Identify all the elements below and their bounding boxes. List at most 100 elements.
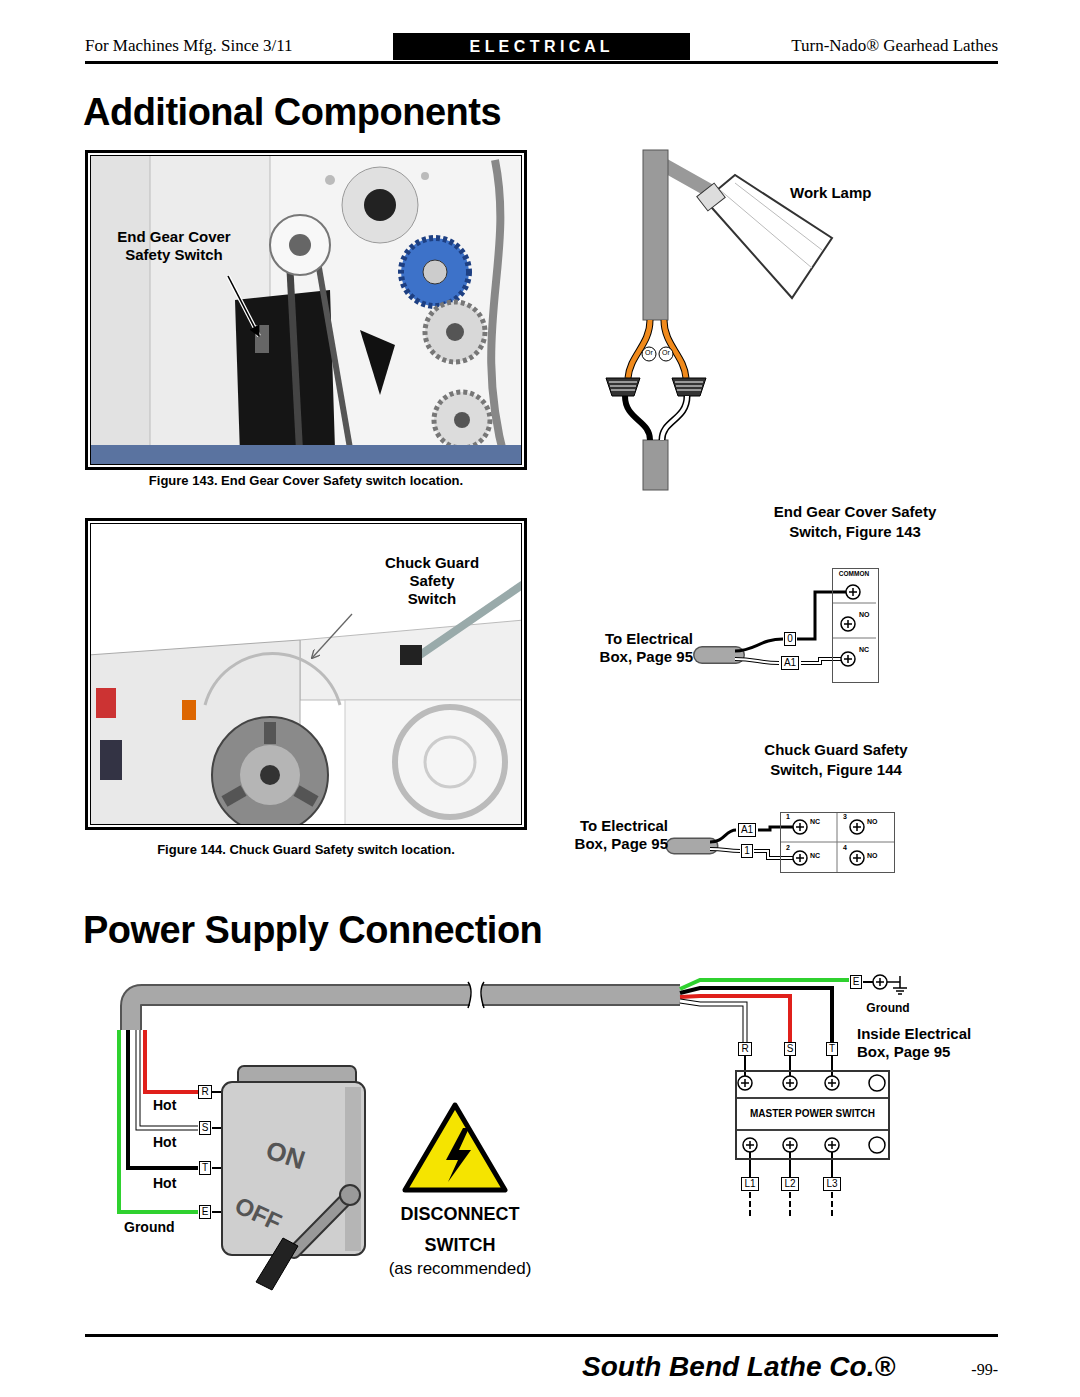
- end-gear-wiring: [832, 603, 876, 638]
- disconnect-switch: [256, 1238, 298, 1290]
- chuck-guard-wiring: [793, 851, 807, 865]
- note-text: To Electrical Box, Page 95: [556, 817, 668, 853]
- chuck-guard-wiring: [754, 851, 793, 858]
- wire-color: Or: [662, 349, 670, 357]
- gear-cover-photo: [270, 215, 330, 275]
- chuck-guard-photo: [264, 722, 276, 744]
- gear-cover-photo: [423, 260, 447, 284]
- box-text: NC: [810, 818, 820, 826]
- header-text: Turn-Nado® Gearhead Lathes: [791, 36, 998, 56]
- master-switch: MASTER POWER SWITCH: [735, 1070, 890, 1160]
- master-switch-parts: [745, 1056, 832, 1076]
- disconnect-wires: [138, 1030, 198, 1128]
- power-cable: [131, 995, 470, 1030]
- footer-rule: [85, 1334, 998, 1337]
- box-text: 2: [786, 844, 790, 852]
- box-text: NO: [859, 611, 870, 619]
- switch-marking: ON: [262, 1135, 309, 1177]
- gear-cover-photo: [454, 412, 470, 428]
- chuck-guard-photo: [88, 521, 524, 827]
- figure-caption: Figure 144. Chuck Guard Safety switch lo…: [85, 842, 527, 858]
- wire-number: 1: [741, 844, 753, 858]
- end-gear-wiring: [735, 639, 783, 651]
- master-switch-parts: [825, 1076, 839, 1090]
- box-text: COMMON: [833, 570, 875, 578]
- disconnect-switch: [345, 1087, 361, 1251]
- gear-cover-photo: [446, 323, 464, 341]
- work-lamp: [643, 440, 668, 490]
- chuck-guard-photo: [400, 645, 422, 665]
- chuck-guard-wiring: [754, 851, 793, 858]
- gear-cover-photo: [342, 167, 418, 243]
- end-gear-wiring: [801, 659, 841, 663]
- master-wires: [863, 981, 873, 983]
- wire-name: Ground: [124, 1219, 175, 1236]
- terminal-name: R: [738, 1042, 751, 1056]
- power-cable: [482, 984, 680, 1006]
- box-text: Chuck Guard Safety Switch: [384, 554, 480, 608]
- brand-name: South Bend Lathe Co.®: [582, 1350, 895, 1384]
- work-lamp: [662, 396, 687, 440]
- gear-cover-photo: [401, 238, 469, 306]
- master-switch-parts: [869, 1137, 885, 1153]
- box-text: 3: [843, 813, 847, 821]
- chuck-guard-photo: [212, 717, 328, 827]
- part-name: Chuck Guard Safety Switch, Figure 144: [754, 740, 919, 781]
- part-name: End Gear Cover Safety Switch, Figure 143: [773, 502, 938, 543]
- chuck-guard-wiring: [710, 830, 736, 842]
- ground-screw: [873, 975, 887, 989]
- end-gear-wiring: [702, 585, 876, 666]
- chuck-guard-photo: [345, 700, 524, 827]
- work-lamp: [675, 382, 703, 390]
- master-switch-parts: [750, 1152, 832, 1177]
- work-lamp: [662, 396, 687, 440]
- master-wires: [680, 996, 790, 1042]
- box-text: NC: [859, 646, 869, 654]
- work-lamp: [643, 150, 668, 320]
- leader-line: [312, 614, 352, 658]
- page-title: Additional Components: [83, 90, 501, 136]
- page-number: -99-: [971, 1360, 998, 1379]
- switch-marking: OFF: [230, 1191, 286, 1237]
- leader-arrow: [228, 276, 259, 336]
- footer-rule: [85, 1334, 998, 1337]
- gear-cover-photo: [421, 172, 429, 180]
- box-text: E L E C T R I C A L: [393, 37, 686, 56]
- wire-name: Hot: [153, 1175, 176, 1192]
- gear-cover-photo: [88, 445, 524, 467]
- disconnect-switch: [340, 1185, 360, 1205]
- chuck-guard-photo: [395, 707, 505, 817]
- gear-cover-photo: [88, 153, 150, 467]
- chuck-guard-photo: [182, 700, 196, 720]
- master-wires: [680, 1001, 745, 1042]
- chuck-guard-photo: [96, 688, 116, 718]
- chuck-guard-wiring: [758, 827, 793, 830]
- end-gear-wiring: [841, 617, 855, 631]
- gear-cover-photo: [88, 153, 524, 467]
- gear-cover-photo: [364, 189, 396, 221]
- disconnect-switch: [294, 1195, 350, 1252]
- power-cable: [131, 982, 680, 1030]
- master-wires: [887, 976, 907, 994]
- terminal-name: R: [198, 1085, 211, 1099]
- master-switch-parts: [869, 1075, 885, 1091]
- chuck-guard-wiring: [710, 849, 740, 851]
- box-text: NC: [810, 852, 820, 860]
- disconnect-wires: [212, 1092, 222, 1212]
- chuck-guard-wiring: [850, 820, 864, 834]
- end-gear-wiring: [797, 592, 846, 639]
- gear-cover-photo: [360, 330, 395, 395]
- leader-line: [312, 614, 352, 658]
- terminal-name: E: [850, 975, 863, 989]
- master-switch-parts: [743, 1138, 757, 1152]
- power-cable: [131, 995, 470, 1030]
- end-gear-wiring: [735, 659, 779, 663]
- work-lamp: [672, 378, 706, 396]
- chuck-guard-wiring: [850, 851, 864, 865]
- warning-sign: [405, 1105, 505, 1190]
- terminal-block: 1NC3NO2NC4NO: [780, 812, 895, 873]
- master-switch-parts: [738, 1076, 752, 1090]
- master-switch-parts: [750, 1192, 832, 1216]
- wire-name: Hot: [153, 1134, 176, 1151]
- disconnect-wires: [128, 1030, 198, 1168]
